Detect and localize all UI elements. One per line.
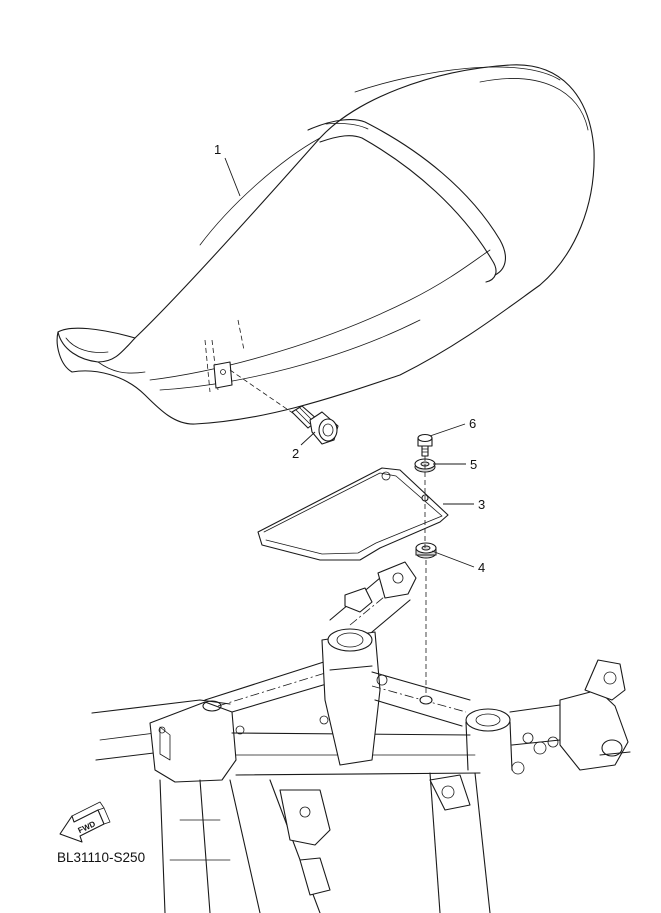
bolt-2-part xyxy=(291,405,339,445)
diagram-code: BL31110-S250 xyxy=(57,850,145,865)
leader-4 xyxy=(431,550,475,568)
callout-3: 3 xyxy=(478,497,485,512)
bolt-6-part xyxy=(417,433,433,457)
callout-1: 1 xyxy=(214,142,221,157)
fwd-arrow-icon: FWD xyxy=(59,801,111,843)
leader-1 xyxy=(224,157,241,197)
seat-part xyxy=(56,64,595,425)
callout-5: 5 xyxy=(470,457,477,472)
callout-2: 2 xyxy=(292,446,299,461)
callout-6: 6 xyxy=(469,416,476,431)
damper-part xyxy=(415,542,437,559)
leader-6 xyxy=(429,423,466,437)
leader-2 xyxy=(300,431,316,446)
frame-assembly xyxy=(91,561,631,913)
callout-4: 4 xyxy=(478,560,485,575)
